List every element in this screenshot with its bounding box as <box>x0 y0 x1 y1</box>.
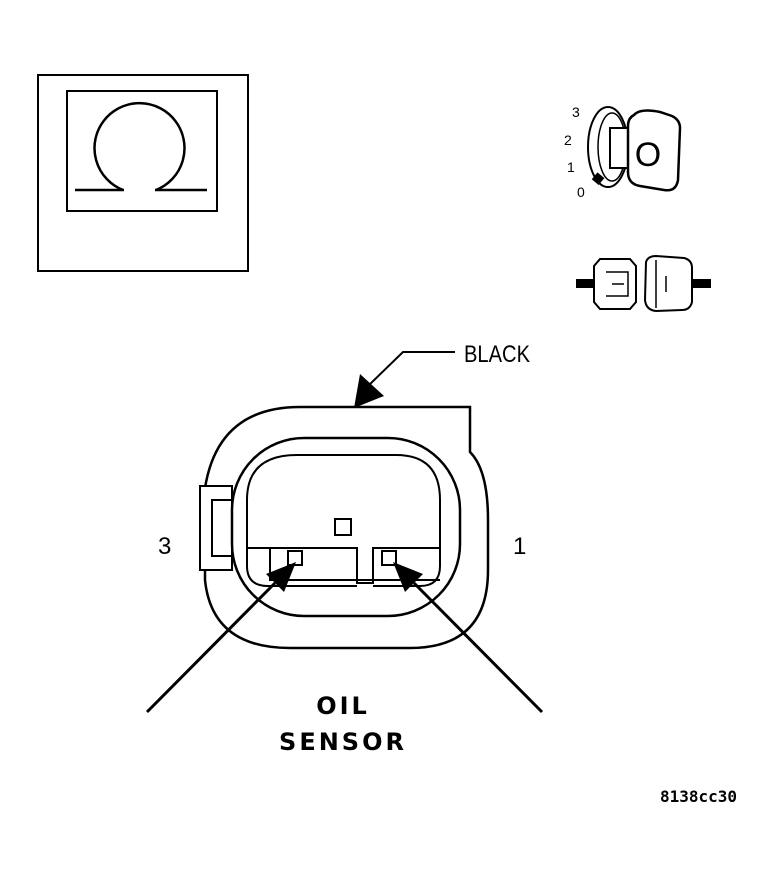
disconnected-connector-icon <box>576 254 711 313</box>
sensor-pointer-arrows <box>145 562 544 714</box>
sensor-label-line2: SENSOR <box>279 728 407 756</box>
ignition-position-2: 2 <box>564 132 572 148</box>
key-head-glyph: O <box>635 136 661 174</box>
ignition-position-3: 3 <box>572 104 580 120</box>
connector-color-callout: BLACK <box>354 341 530 408</box>
ignition-position-1: 1 <box>567 159 575 175</box>
pin-label-1: 1 <box>513 533 526 560</box>
ohmmeter-icon <box>37 74 249 272</box>
sensor-label-line1: OIL <box>316 692 370 720</box>
pin-label-3: 3 <box>158 533 171 560</box>
ignition-key-icon: 3 2 1 0 O <box>564 104 682 200</box>
figure-id: 8138cc30 <box>660 787 737 806</box>
connector-color-label: BLACK <box>464 341 530 368</box>
ignition-position-0: 0 <box>577 184 585 200</box>
terminal-1 <box>381 550 397 566</box>
terminal-3 <box>287 550 303 566</box>
connector-face <box>199 405 490 650</box>
